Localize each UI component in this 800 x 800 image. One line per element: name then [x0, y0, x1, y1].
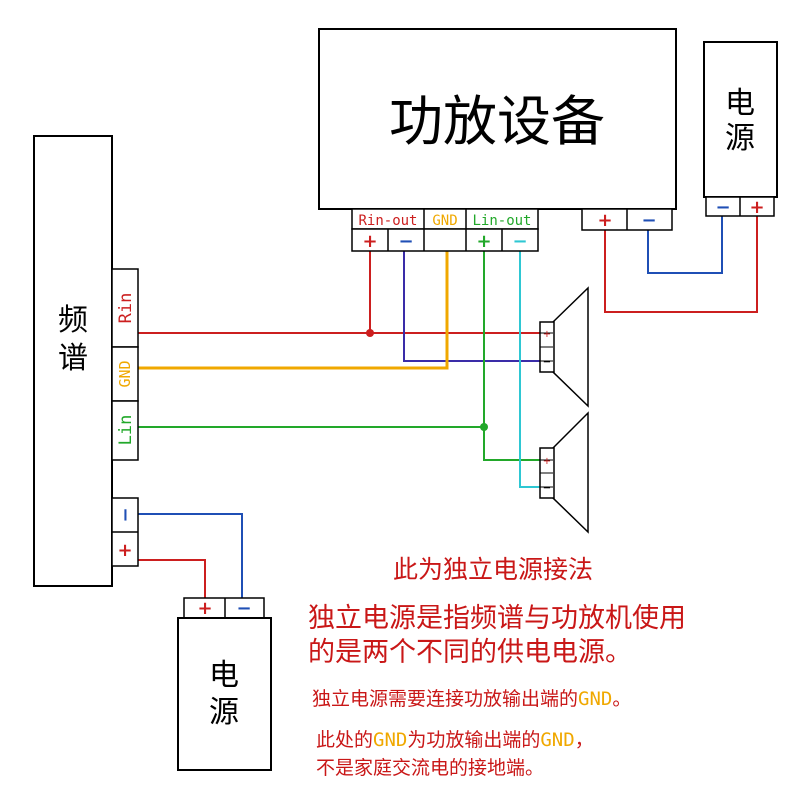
power-supply-bottom-label-1: 电 — [209, 658, 239, 693]
note-desc-line2: 的是两个不同的供电电源。 — [308, 637, 632, 668]
power-bottom-minus: − — [236, 598, 251, 619]
signal-terminal-block — [351, 228, 539, 252]
power-top-minus: − — [715, 197, 730, 218]
speaker-right-plus: + — [543, 329, 551, 340]
terminal-label-gnd: GND — [432, 213, 457, 229]
note-heading: 此为独立电源接法 — [393, 555, 594, 584]
power-bottom-plus: + — [197, 598, 212, 619]
amp-power-minus: − — [641, 210, 656, 231]
spectrum-box — [33, 135, 113, 587]
speaker-left-minus: − — [543, 483, 551, 494]
note-here-gnd-1: GND — [373, 729, 408, 751]
note-here: 此处的GND为功放输出端的GND， — [316, 725, 594, 752]
speaker-right-cone — [552, 286, 589, 408]
note-here-post: ， — [574, 729, 594, 751]
wire-rin — [369, 250, 540, 334]
power-supply-top-label-1: 电 — [725, 86, 755, 121]
power-supply-top: 电 源 − + — [703, 41, 778, 218]
terminal-label-lin-out: Lin-out — [472, 213, 531, 229]
wire-amp-power-plus — [604, 216, 758, 313]
power-top-plus: + — [749, 197, 764, 218]
wire-rin-minus — [403, 250, 540, 362]
wire-spectrum-power-plus — [138, 559, 206, 598]
wire-amp-power-minus — [647, 216, 723, 274]
note-requirement-pre: 独立电源需要连接功放输出端的 — [312, 688, 579, 710]
power-supply-top-box — [703, 41, 778, 198]
wire-spectrum-power-minus — [138, 513, 243, 598]
terminal-rin-minus: − — [398, 231, 413, 252]
wire-gnd — [138, 228, 449, 370]
amplifier: 功放设备 Rin-out GND Lin-out + − + − + − — [318, 28, 677, 252]
note-here-mid: 为功放输出端的 — [407, 729, 541, 751]
power-supply-bottom: + − 电 源 — [177, 597, 272, 771]
port-gnd-label: GND — [116, 360, 134, 387]
note-here-gnd-2: GND — [540, 729, 575, 751]
spectrum-power-minus: − — [115, 507, 136, 522]
note-requirement: 独立电源需要连接功放输出端的GND。 — [312, 684, 631, 711]
power-bottom-terminal-block — [183, 597, 265, 619]
speaker-left-plus: + — [543, 456, 551, 467]
note-here-pre: 此处的 — [316, 729, 374, 751]
terminal-lin-plus: + — [476, 231, 491, 252]
terminal-lin-minus: − — [512, 231, 527, 252]
note-desc-line1: 独立电源是指频谱与功放机使用 — [308, 603, 686, 634]
wires — [138, 216, 758, 598]
spectrum-label-1: 频 — [58, 303, 88, 338]
terminal-label-rin-out: Rin-out — [358, 213, 417, 229]
spectrum-label-2: 谱 — [58, 341, 88, 376]
port-rin-box — [111, 268, 139, 348]
spectrum-device: 频 谱 Rin GND Lin − + — [33, 135, 139, 587]
note-requirement-gnd: GND — [578, 688, 613, 710]
speaker-right-minus: − — [543, 357, 551, 368]
amplifier-title: 功放设备 — [389, 90, 605, 153]
terminal-rin-plus: + — [362, 231, 377, 252]
wire-lin-plus — [483, 250, 540, 461]
note-requirement-post: 。 — [612, 688, 632, 710]
wire-lin-minus — [519, 250, 540, 488]
port-rin-label: Rin — [116, 293, 136, 324]
amp-power-plus: + — [597, 210, 612, 231]
port-lin-label: Lin — [116, 415, 136, 446]
spectrum-power-plus: + — [117, 540, 132, 561]
power-supply-bottom-label-2: 源 — [209, 695, 239, 730]
power-supply-top-label-2: 源 — [725, 121, 755, 156]
speaker-right: + − — [539, 286, 589, 408]
speaker-left: + − — [539, 411, 589, 534]
junction-lin — [480, 423, 488, 431]
junction-rin — [366, 329, 374, 337]
speaker-left-cone — [552, 411, 589, 534]
power-supply-bottom-box — [177, 617, 272, 771]
note-last-line: 不是家庭交流电的接地端。 — [316, 757, 545, 779]
port-lin-box — [111, 400, 139, 461]
